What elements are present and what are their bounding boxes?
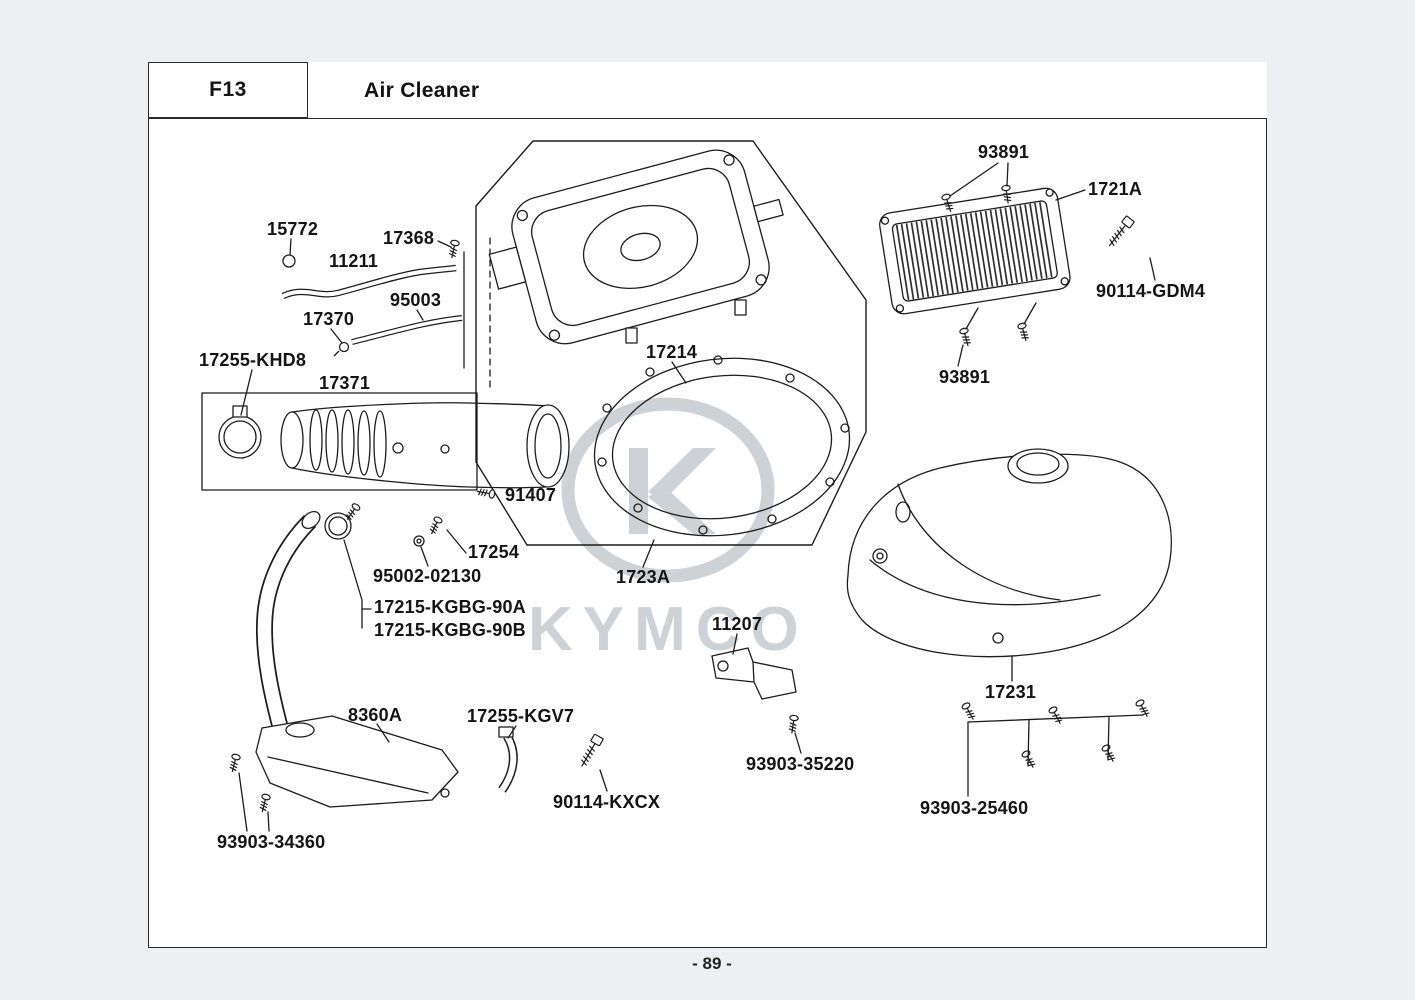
part-label-93903-35220: 93903-35220 — [746, 754, 855, 774]
kymco-watermark-text: KYMCO — [528, 595, 809, 664]
part-label-93903-34360: 93903-34360 — [217, 832, 326, 852]
part-label-90114-gdm4: 90114-GDM4 — [1096, 281, 1206, 301]
part-label-17215-kgbg-90b: 17215-KGBG-90B — [374, 620, 526, 640]
strap-drawing — [498, 726, 518, 793]
part-label-17231: 17231 — [985, 682, 1037, 702]
drain-tube-drawing — [256, 510, 321, 741]
part-label-93891-top: 93891 — [978, 142, 1030, 162]
leader-lines — [240, 189, 1156, 792]
air-cleaner-cover-drawing — [846, 448, 1172, 658]
section-code: F13 — [209, 78, 247, 101]
part-label-17368: 17368 — [383, 228, 435, 248]
kymco-logo-watermark — [561, 397, 775, 583]
cover-screws-drawing — [960, 698, 1152, 797]
page-title: Air Cleaner — [364, 79, 480, 102]
part-label-17370: 17370 — [303, 309, 355, 329]
part-label-95002-02130: 95002-02130 — [373, 566, 482, 586]
part-label-1723a: 1723A — [616, 567, 671, 587]
breather-hoses-drawing — [281, 254, 463, 357]
part-label-93891-bottom: 93891 — [939, 367, 991, 387]
parts-linework — [201, 140, 1172, 832]
assembly-boundary-outline — [475, 140, 867, 546]
part-label-93903-25460: 93903-25460 — [920, 798, 1029, 818]
part-label-17255-kgv7: 17255-KGV7 — [467, 706, 575, 726]
part-label-91407: 91407 — [505, 485, 557, 505]
part-label-1721a: 1721A — [1088, 179, 1143, 199]
header-strip — [148, 62, 1267, 118]
gasket-drawing — [593, 355, 851, 537]
section-code-box: F13 — [148, 62, 308, 118]
part-label-8360a: 8360A — [348, 705, 403, 725]
page-number: - 89 - — [692, 954, 732, 973]
part-label-11211: 11211 — [329, 251, 379, 271]
part-label-90114-kxcx: 90114-KXCX — [553, 792, 661, 812]
part-label-17214: 17214 — [646, 342, 698, 362]
part-label-15772: 15772 — [267, 219, 319, 239]
intake-duct-drawing — [201, 392, 570, 491]
air-cleaner-case-drawing — [488, 149, 784, 345]
part-label-17215-kgbg-90a: 17215-KGBG-90A — [374, 597, 526, 617]
part-label-95003: 95003 — [390, 290, 442, 310]
part-label-11207: 11207 — [712, 614, 763, 634]
drain-reservoir-drawing — [255, 715, 459, 808]
bracket-drawing — [711, 647, 797, 700]
part-label-17371: 17371 — [319, 373, 371, 393]
part-label-17255-khd8: 17255-KHD8 — [199, 350, 307, 370]
part-label-17254: 17254 — [468, 542, 520, 562]
filter-element-drawing — [879, 187, 1071, 315]
